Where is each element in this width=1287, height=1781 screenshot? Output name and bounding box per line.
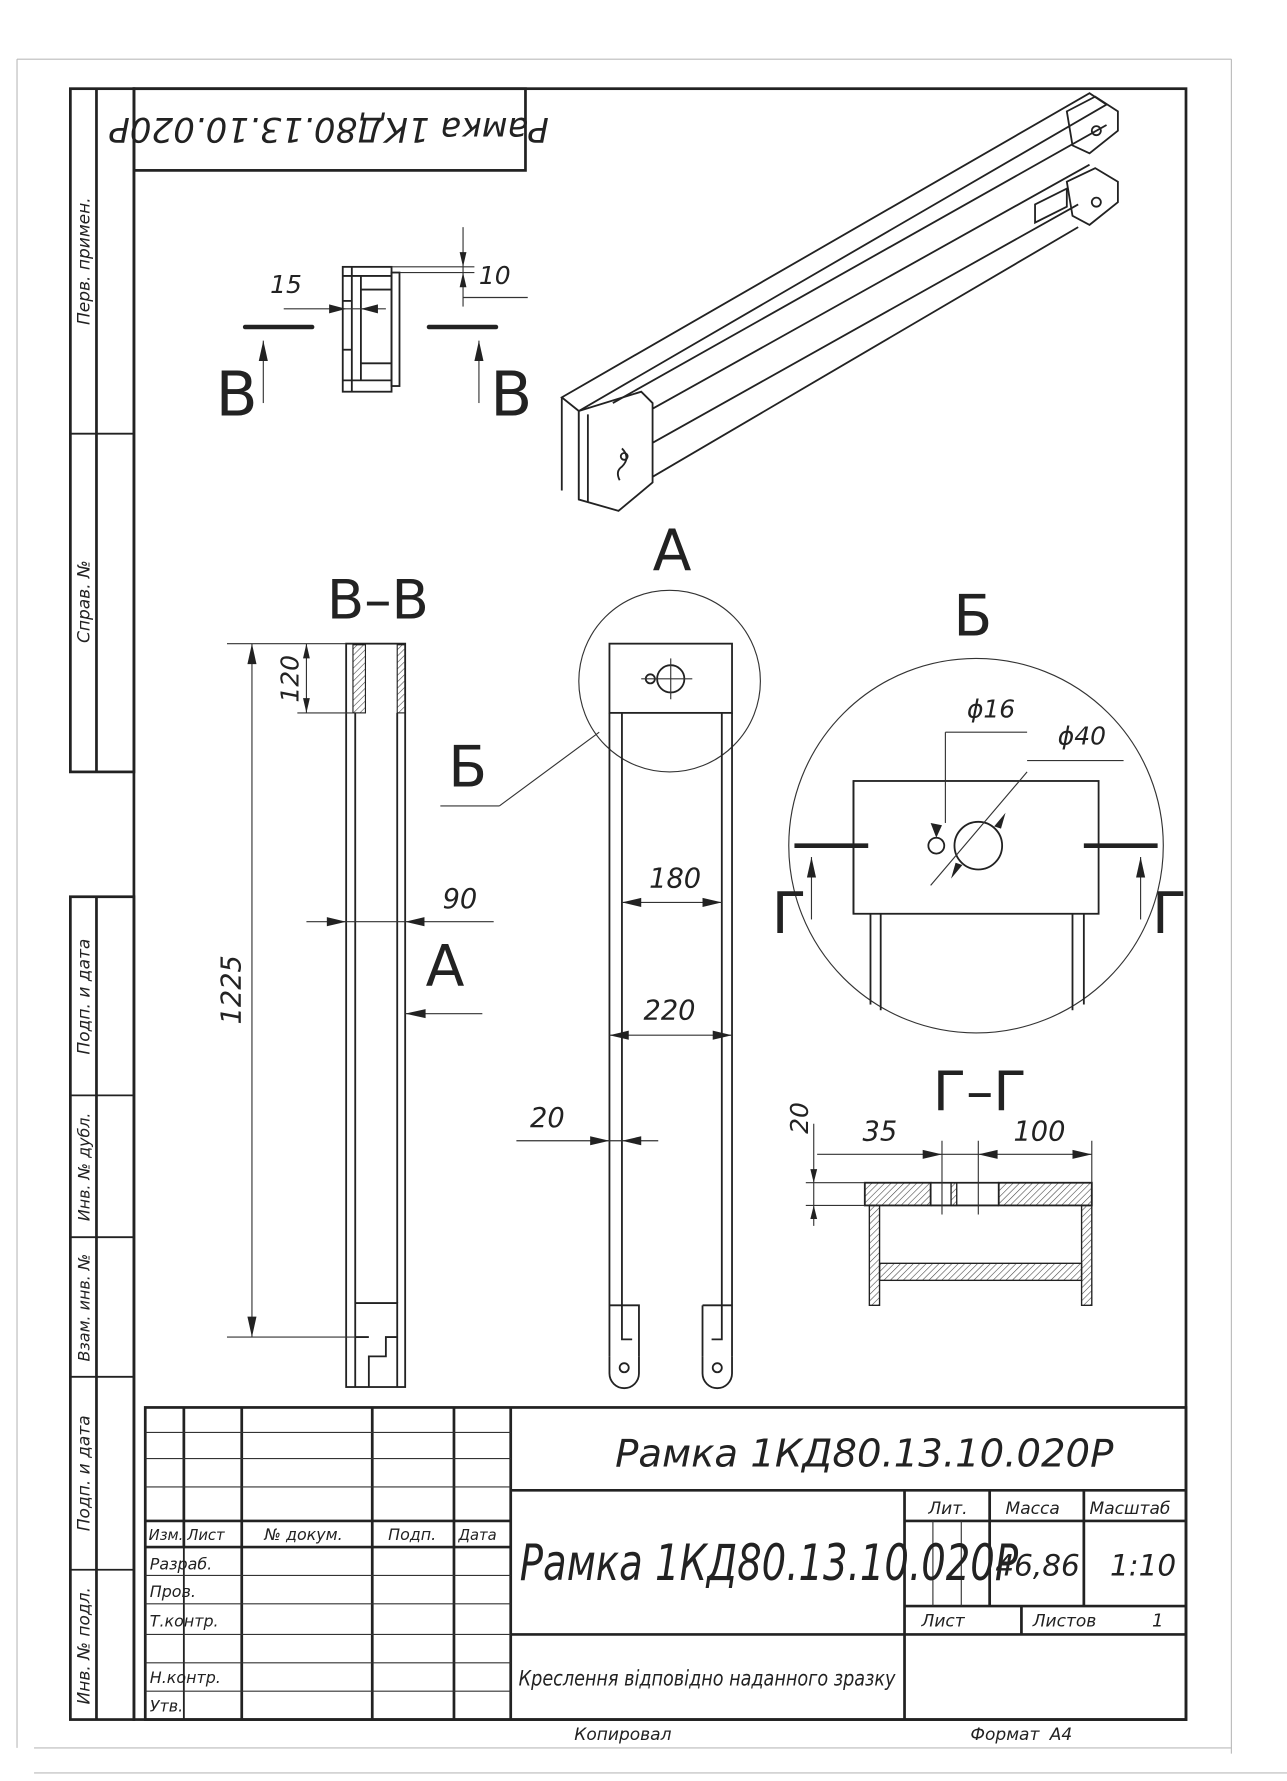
- sheet-label: Лист: [921, 1611, 966, 1631]
- lit-label: Лит.: [927, 1499, 967, 1519]
- title-name: Рамка 1КД80.13.10.020Р: [520, 1533, 1018, 1592]
- scale-label: Масштаб: [1090, 1499, 1171, 1519]
- role-nkontr: Н.контр.: [150, 1668, 221, 1687]
- end-view: 15 10: [270, 227, 528, 393]
- front-view: Б 180 220 20: [440, 589, 761, 1389]
- dim-1225: 1225: [217, 955, 248, 1024]
- section-label-g-left: Г: [772, 881, 807, 947]
- sheet-edge: [16, 58, 1287, 1774]
- dim-90: 90: [443, 884, 478, 915]
- title-note: Креслення відповідно наданного зразку: [519, 1667, 896, 1692]
- detail-b-view: ϕ16 ϕ40 Г Г: [772, 657, 1187, 1034]
- dim-15: 15: [270, 270, 302, 299]
- view-a-arrow-label: А: [426, 933, 465, 999]
- mass-value: 46,86: [995, 1548, 1079, 1582]
- role-tkontr: Т.контр.: [150, 1611, 219, 1630]
- title-block: Рамка 1КД80.13.10.020Р Рамка 1КД80.13.10…: [143, 1406, 1188, 1721]
- role-razrab: Разраб.: [150, 1555, 212, 1574]
- col-doc-no: № докум.: [263, 1525, 342, 1544]
- view-a-title: А: [653, 518, 692, 584]
- podp-data-label-2: Подп. и дата: [75, 1415, 95, 1531]
- dim-20-section: 20: [785, 1102, 814, 1134]
- sheets-value: 1: [1152, 1610, 1164, 1631]
- vzam-inv-label: Взам. инв. №: [75, 1254, 94, 1362]
- footer-copied: Копировал: [574, 1725, 671, 1745]
- detail-b-leader-label: Б: [448, 735, 487, 801]
- title-top-designation: Рамка 1КД80.13.10.020Р: [615, 1431, 1114, 1476]
- dim-10: 10: [479, 261, 511, 290]
- dim-180: 180: [649, 864, 701, 895]
- rotated-title-box: Рамка 1КД80.13.10.020Р: [109, 87, 549, 172]
- dim-100: 100: [1013, 1117, 1065, 1148]
- podp-data-label: Подп. и дата: [75, 939, 95, 1055]
- sheets-label: Листов: [1032, 1611, 1097, 1631]
- dim-dia16: ϕ16: [967, 694, 1015, 723]
- inv-podl-label: Инв. № подл.: [75, 1587, 95, 1704]
- perv-primen-label: Перв. примен.: [75, 197, 95, 325]
- section-label-v-right: В: [490, 360, 532, 431]
- isometric-view: [560, 92, 1119, 512]
- footer-format-label: Формат: [970, 1725, 1040, 1745]
- section-label-v-left: В: [216, 360, 258, 431]
- section-title-g-g: Г–Г: [933, 1059, 1027, 1123]
- section-g-g: 35 100 20: [785, 1102, 1093, 1306]
- side-section: 1225 120 90 А: [217, 642, 494, 1388]
- col-izm: Изм.: [149, 1527, 184, 1544]
- scale-value: 1:10: [1110, 1548, 1176, 1582]
- side-strip: Перв. примен. Справ. № Подп. и дата Инв.…: [69, 87, 136, 1721]
- rotated-title: Рамка 1КД80.13.10.020Р: [109, 109, 549, 149]
- sprav-no-label: Справ. №: [75, 560, 95, 643]
- section-marker-v: В В: [216, 324, 532, 431]
- col-podp: Подп.: [388, 1525, 436, 1544]
- section-label-g-right: Г: [1152, 881, 1187, 947]
- dim-dia40: ϕ40: [1058, 722, 1106, 751]
- section-title-v-v: В–В: [327, 568, 429, 632]
- role-utv: Утв.: [150, 1697, 183, 1716]
- dim-220: 220: [644, 995, 696, 1026]
- col-data: Дата: [458, 1527, 497, 1544]
- detail-b-title: Б: [953, 584, 992, 650]
- dim-20-front: 20: [530, 1103, 565, 1134]
- role-prov: Пров.: [150, 1582, 196, 1601]
- dim-35: 35: [863, 1117, 898, 1148]
- dim-120: 120: [275, 655, 304, 703]
- mass-label: Масса: [1006, 1499, 1060, 1519]
- inv-dubl-label: Инв. № дубл.: [75, 1113, 94, 1222]
- col-list: Лист: [186, 1527, 225, 1544]
- footer-format-value: А4: [1049, 1725, 1072, 1745]
